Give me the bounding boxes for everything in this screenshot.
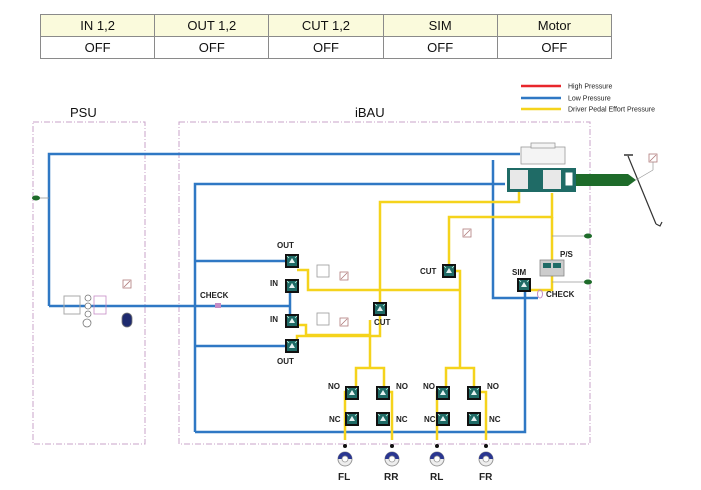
label-no-fl: NO (328, 382, 340, 391)
damper-upper-icon (316, 264, 330, 278)
label-nc-rr: NC (396, 415, 408, 424)
signal-lines (35, 197, 590, 283)
header-out: OUT 1,2 (154, 14, 270, 37)
piston-icon (564, 171, 574, 187)
wheel-caliper-fl-icon (337, 451, 353, 467)
valve-no-rl (435, 385, 451, 401)
check-valve-right-icon (537, 289, 543, 299)
pedal-simulator-chamber-1 (543, 263, 551, 268)
label-nc-fr: NC (489, 415, 501, 424)
pedal-sensor-icon (648, 153, 658, 163)
label-sim: SIM (512, 268, 527, 277)
legend: High Pressure Low Pressure Driver Pedal … (521, 84, 655, 114)
master-cylinder (507, 142, 636, 192)
label-out-upper: OUT (277, 241, 294, 250)
label-ps: P/S (560, 250, 574, 259)
pressure-sensor-cut (462, 228, 472, 238)
value-motor: OFF (496, 36, 613, 59)
pressure-sensor-lower (339, 317, 349, 327)
valve-in-lower (284, 313, 300, 329)
valve-nc-rl (435, 411, 451, 427)
legend-label-low: Low Pressure (568, 96, 611, 103)
valve-no-fl (344, 385, 360, 401)
header-in: IN 1,2 (39, 14, 156, 37)
valve-sim (516, 277, 532, 293)
valve-no-fr (466, 385, 482, 401)
wheel-node-fr (484, 444, 488, 448)
label-no-rr: NO (396, 382, 408, 391)
valve-out-upper (284, 253, 300, 269)
value-sim: OFF (382, 36, 498, 59)
label-check-left: CHECK (200, 291, 229, 300)
brake-pedal-icon (624, 153, 663, 227)
ibau-title: iBAU (355, 105, 385, 120)
valve-no-rr (375, 385, 391, 401)
wheel-label-fr: FR (479, 472, 493, 483)
label-out-lower: OUT (277, 357, 294, 366)
accumulator-icon (121, 312, 133, 328)
legend-label-pedal: Driver Pedal Effort Pressure (568, 107, 655, 114)
wheel-caliper-rr-icon (384, 451, 400, 467)
wheel-node-rr (390, 444, 394, 448)
value-cut: OFF (268, 36, 384, 59)
label-nc-fl: NC (329, 415, 341, 424)
pushrod-icon (576, 174, 636, 186)
wheel-label-fl: FL (338, 472, 350, 483)
port-icon-psu (32, 195, 40, 201)
psu-sensor-icon (122, 279, 132, 289)
low-pressure-lines (47, 152, 538, 434)
value-out: OFF (154, 36, 270, 59)
wheel-brakes: FL RR RL FR (337, 444, 494, 483)
valve-nc-rr (375, 411, 391, 427)
wheel-label-rr: RR (384, 472, 399, 483)
valve-out-lower (284, 338, 300, 354)
valve-cut-right (441, 263, 457, 279)
reservoir-cap-icon (530, 142, 556, 149)
valve-in-upper (284, 278, 300, 294)
wheel-node-rl (435, 444, 439, 448)
port-icon-lower (584, 279, 592, 285)
legend-label-high: High Pressure (568, 84, 612, 91)
reservoir-icon (520, 146, 566, 165)
label-cut-right: CUT (420, 267, 437, 276)
psu-title: PSU (70, 105, 97, 120)
valve-cut-left (372, 301, 388, 317)
check-valve-left-icon (215, 303, 221, 308)
damper-lower-icon (316, 312, 330, 326)
label-cut-left: CUT (374, 318, 391, 327)
valve-nc-fr (466, 411, 482, 427)
label-check-right: CHECK (546, 290, 575, 299)
port-icon-upper (584, 233, 592, 239)
cylinder-chamber-2 (543, 170, 561, 189)
header-cut: CUT 1,2 (268, 14, 384, 37)
wheel-caliper-rl-icon (429, 451, 445, 467)
pressure-sensor-upper (339, 271, 349, 281)
status-value-row: OFF OFF OFF OFF OFF (39, 36, 613, 59)
cylinder-chamber-1 (510, 170, 528, 189)
valve-status-table: IN 1,2 OUT 1,2 CUT 1,2 SIM Motor OFF OFF… (39, 14, 613, 59)
status-header-row: IN 1,2 OUT 1,2 CUT 1,2 SIM Motor (39, 14, 613, 37)
port-icons (32, 195, 592, 285)
wheel-node-fl (343, 444, 347, 448)
label-no-fr: NO (487, 382, 499, 391)
psu-boundary (32, 121, 146, 445)
value-in: OFF (39, 36, 156, 59)
wheel-label-rl: RL (430, 472, 443, 483)
label-no-rl: NO (423, 382, 435, 391)
wheel-caliper-fr-icon (478, 451, 494, 467)
motor-icon (82, 318, 92, 328)
label-nc-rl: NC (424, 415, 436, 424)
pedal-pressure-lines (295, 192, 554, 440)
label-in-lower: IN (270, 315, 278, 324)
psu-pump-motor (63, 279, 133, 328)
header-motor: Motor (496, 14, 613, 37)
pedal-simulator-chamber-2 (553, 263, 561, 268)
valve-nc-fl (344, 411, 360, 427)
label-in-upper: IN (270, 279, 278, 288)
